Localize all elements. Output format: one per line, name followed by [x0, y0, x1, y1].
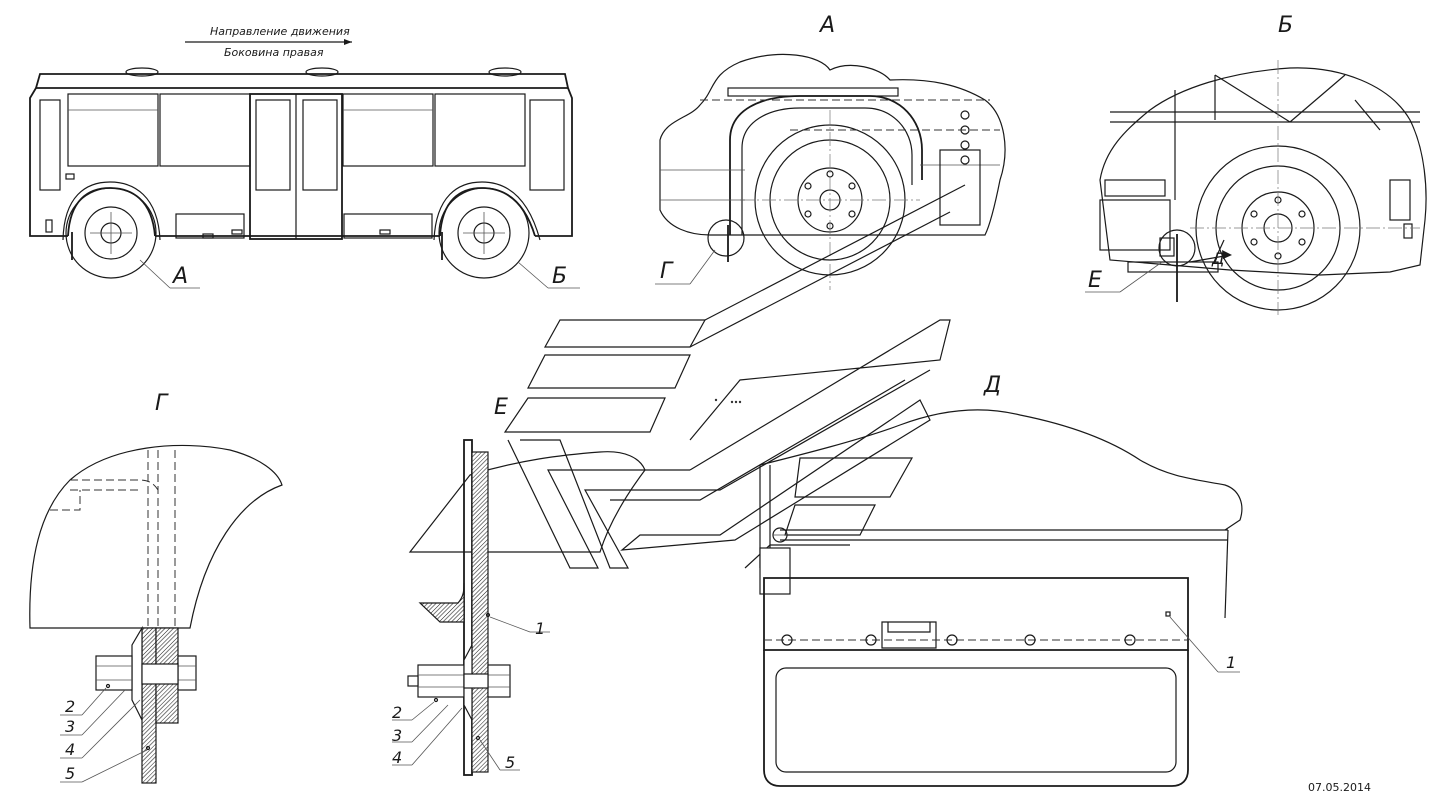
view-e-title: Е	[494, 395, 508, 420]
part-label: 1	[535, 619, 545, 638]
callout-b-label: Б	[552, 264, 567, 289]
part-label: 2	[392, 703, 402, 722]
callout-e-label: Е	[1088, 268, 1102, 293]
view-e-part-labels: 1 2 3 4 5	[392, 619, 545, 772]
callout-a-label: А	[171, 264, 188, 289]
part-label: 4	[65, 740, 75, 759]
part-label: 2	[65, 697, 75, 716]
view-d-title: Д	[983, 373, 1001, 398]
bus-side-view	[29, 67, 573, 279]
view-d-detail	[759, 409, 1243, 787]
view-g-part-labels: 2 3 4 5	[65, 697, 75, 783]
view-a-title: А	[818, 13, 835, 38]
callout-g-leader: Г	[655, 249, 716, 285]
view-e-detail	[392, 439, 646, 776]
callout-e-leader: Е	[1085, 261, 1163, 293]
view-d-part-labels: 1	[1226, 653, 1236, 672]
part-label: 1	[1226, 653, 1236, 672]
view-g-title: Г	[155, 391, 169, 416]
date-stamp: 07.05.2014	[1308, 781, 1371, 794]
view-b-detail: Д	[1099, 60, 1427, 315]
part-label: 3	[65, 717, 75, 736]
part-label: 5	[505, 753, 515, 772]
part-label: 5	[65, 764, 75, 783]
callout-a-leader: А	[139, 259, 200, 289]
callout-d-label: Д	[1211, 249, 1225, 268]
view-b-title: Б	[1278, 13, 1293, 38]
side-label: Боковина правая	[224, 46, 324, 59]
direction-note: Направление движения Боковина правая	[185, 25, 352, 59]
view-a-detail	[659, 53, 1006, 290]
callout-g-label: Г	[660, 259, 674, 284]
view-g-detail	[29, 444, 283, 784]
direction-label: Направление движения	[210, 25, 350, 38]
callout-b-leader: Б	[517, 261, 580, 289]
part-label: 3	[392, 726, 402, 745]
part-label: 4	[392, 748, 402, 767]
reflective-stripes	[503, 184, 966, 569]
